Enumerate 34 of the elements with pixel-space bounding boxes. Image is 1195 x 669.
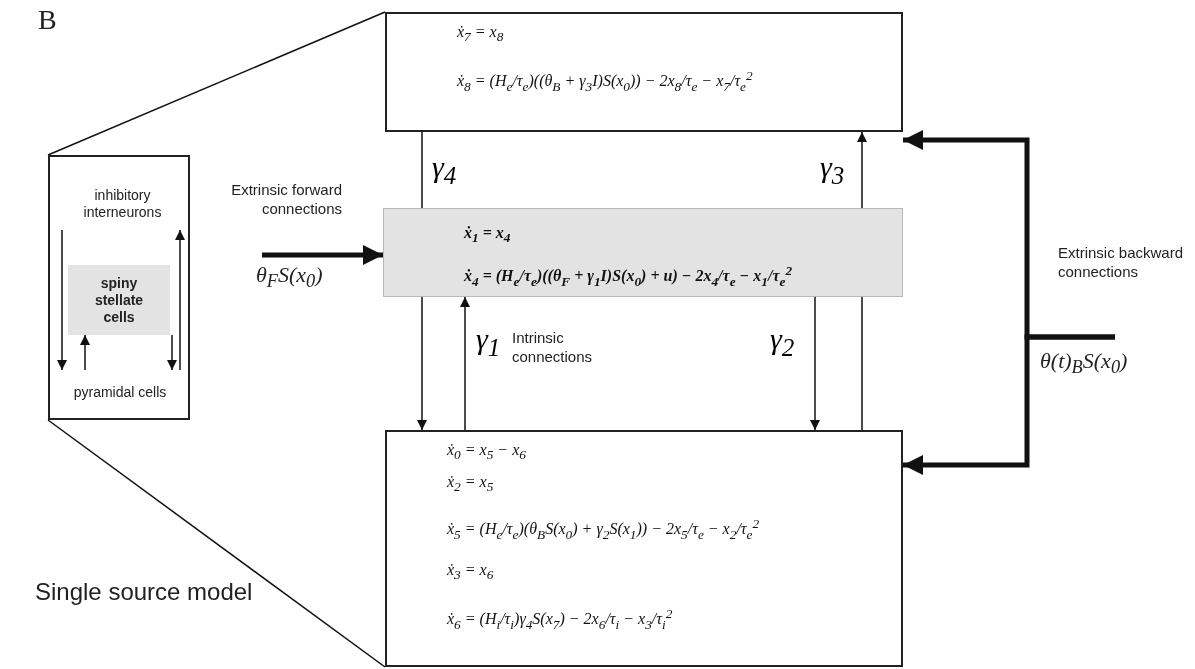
arrow — [175, 229, 185, 371]
connector-line — [861, 296, 863, 431]
connection-label: Extrinsic forward connections — [230, 180, 342, 218]
zoom-line — [47, 11, 386, 156]
formula: θ(t)$_{B}$S(x$_{0}$) — [1040, 348, 1128, 380]
equation: ẋ$_{1}$ = x$_{4}$ — [464, 223, 511, 248]
formula: θ$_{F}$S(x$_{0}$) — [256, 262, 323, 294]
equation: ẋ$_{7}$ = x$_{8}$ — [457, 22, 504, 47]
connector-line — [421, 131, 423, 209]
arrow — [857, 131, 867, 209]
equation: ẋ$_{2}$ = x$_{5}$ — [447, 472, 494, 497]
empty-box — [48, 155, 190, 420]
caption-text: Single source model — [35, 578, 253, 606]
arrow — [167, 334, 177, 371]
zoom-line — [47, 419, 386, 668]
panel-letter: B — [38, 4, 57, 36]
arrow — [903, 334, 1115, 475]
equation: ẋ$_{3}$ = x$_{6}$ — [447, 560, 494, 585]
equation: ẋ$_{0}$ = x$_{5}$ − x$_{6}$ — [447, 440, 526, 465]
arrow — [460, 296, 470, 431]
cell-layer-band — [68, 265, 170, 335]
cell-type-text: pyramidal cells — [73, 384, 167, 401]
connection-label: Extrinsic backward connections — [1058, 243, 1185, 281]
arrow — [262, 245, 383, 265]
arrow — [417, 296, 427, 431]
connection-label: Intrinsic connections — [512, 328, 594, 366]
cell-type-text: spiny stellate cells — [93, 274, 145, 326]
arrow — [80, 334, 90, 371]
equation-box — [383, 208, 903, 297]
arrow — [57, 229, 67, 371]
arrow — [810, 296, 820, 431]
equation-box — [385, 430, 903, 667]
cell-type-text: inhibitory interneurons — [82, 187, 163, 221]
equation-box — [385, 12, 903, 132]
